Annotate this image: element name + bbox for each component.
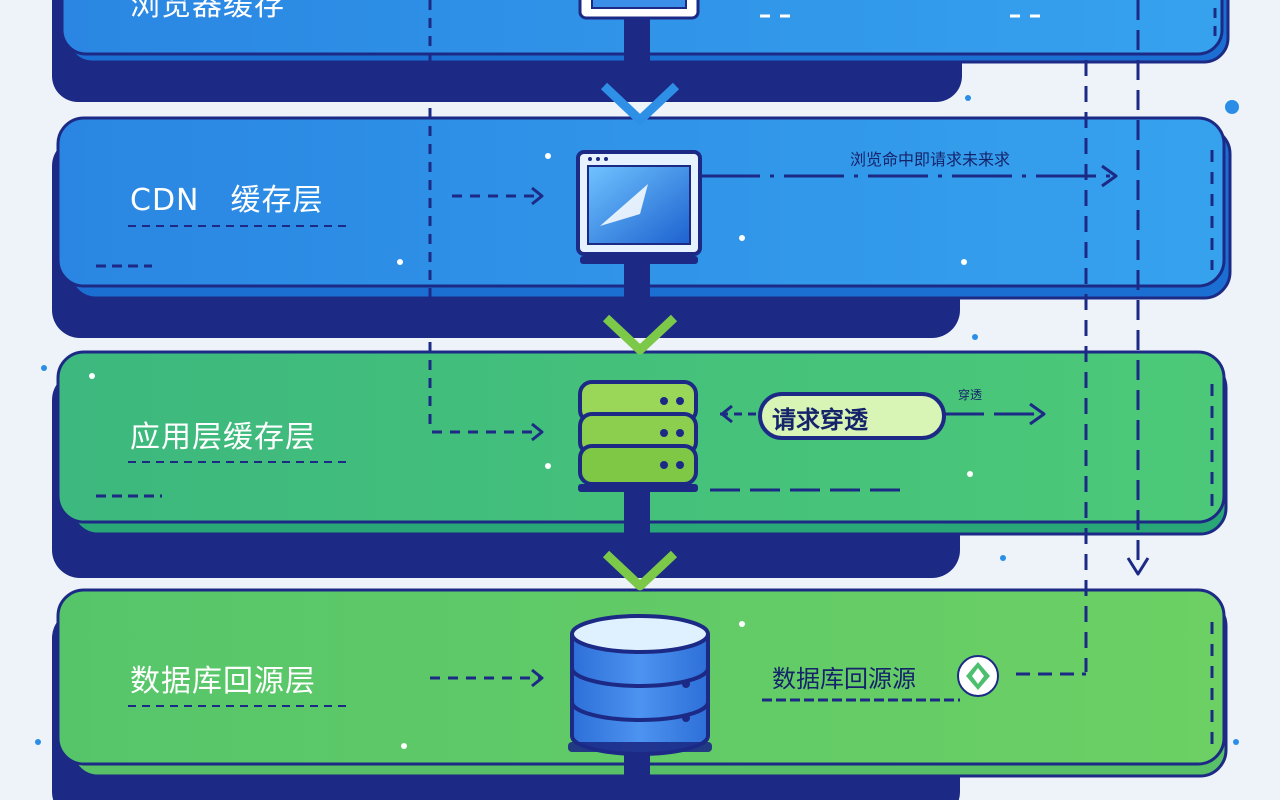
app-tag-label: 请求穿透 [772,406,868,434]
down-arrow-1 [600,82,680,125]
db-note: 数据库回源源 [772,665,916,693]
decorative-dots [35,95,1239,749]
database-cylinder-icon [568,614,712,756]
layer-1-label: 浏览器缓存 [130,0,285,23]
layer-2-label: CDN 缓存层 [130,183,324,218]
down-arrow-2 [602,314,678,355]
cdn-note: 浏览命中即请求未来求 [850,150,1011,169]
monitor-icon [576,150,702,264]
down-arrow-3 [602,550,678,591]
arrowheads [531,164,1150,688]
diamond-badge-icon [957,655,999,697]
app-small-label: 穿透 [958,388,983,402]
request-pill [758,392,946,440]
down-connectors [624,18,650,800]
browser-window-icon [578,0,700,20]
layer-4-label: 数据库回源层 [130,664,316,699]
layer-3-label: 应用层缓存层 [130,420,316,455]
flow-lines [428,0,1140,702]
server-stack-icon [578,380,698,492]
